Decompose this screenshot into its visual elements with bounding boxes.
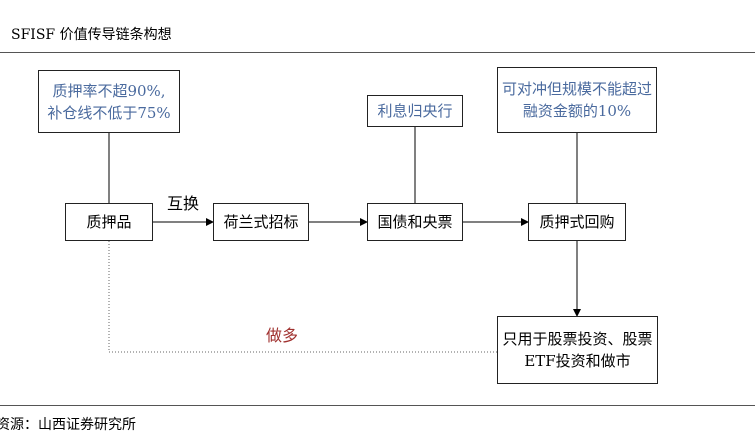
interest-central-label: 利息归央行 bbox=[377, 102, 453, 120]
pledge-condition-line-1: 质押率不超90%, bbox=[52, 81, 166, 100]
bonds-bills-box: 国债和央票 bbox=[367, 203, 463, 241]
bottom-divider bbox=[0, 405, 755, 406]
usage-box: 只用于股票投资、股票 ETF投资和做市 bbox=[497, 316, 658, 384]
exchange-label: 互换 bbox=[167, 194, 200, 213]
hedge-limit-line-1: 可对冲但规模不能超过 bbox=[501, 80, 652, 98]
collateral-label: 质押品 bbox=[86, 213, 132, 231]
dotted-long-path bbox=[108, 241, 497, 353]
repo-box: 质押式回购 bbox=[528, 203, 626, 241]
usage-line-2: ETF投资和做市 bbox=[524, 352, 631, 370]
hedge-limit-line-2: 融资金额的10% bbox=[522, 102, 632, 120]
dutch-auction-box: 荷兰式招标 bbox=[213, 203, 309, 241]
source-note: 资源：山西证券研究所 bbox=[0, 417, 136, 433]
hedge-limit-box: 可对冲但规模不能超过 融资金额的10% bbox=[497, 67, 657, 133]
long-label: 做多 bbox=[266, 326, 299, 345]
diagram-title: SFISF 价值传导链条构想 bbox=[11, 27, 172, 43]
bonds-bills-label: 国债和央票 bbox=[377, 213, 453, 231]
interest-central-box: 利息归央行 bbox=[367, 95, 463, 127]
top-divider bbox=[0, 52, 755, 53]
pledge-condition-line-2: 补仓线不低于75% bbox=[47, 103, 171, 122]
collateral-box: 质押品 bbox=[65, 203, 153, 241]
repo-label: 质押式回购 bbox=[539, 213, 615, 231]
pledge-condition-box: 质押率不超90%, 补仓线不低于75% bbox=[38, 70, 180, 133]
usage-line-1: 只用于股票投资、股票 bbox=[502, 330, 653, 348]
dutch-auction-label: 荷兰式招标 bbox=[223, 213, 299, 231]
